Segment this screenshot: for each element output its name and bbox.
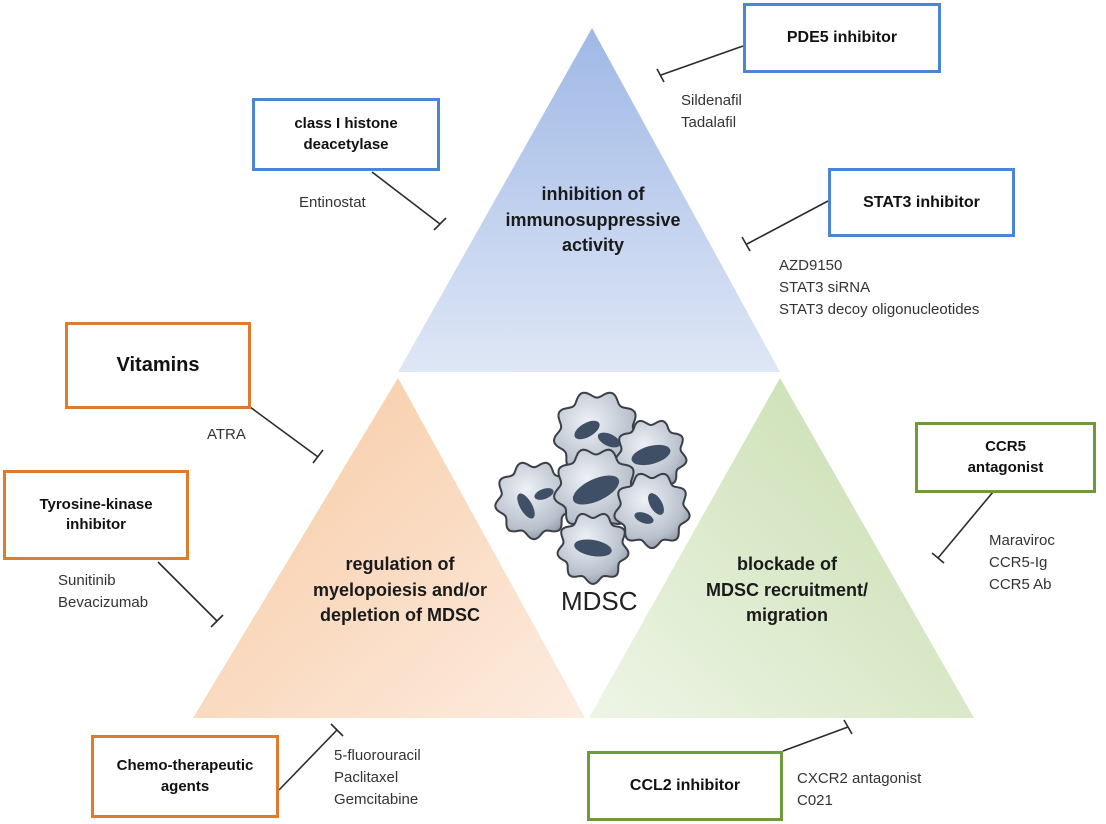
ccl2-inhibitor-box: CCL2 inhibitor — [587, 751, 783, 821]
stat3-inhibitor-label: STAT3 inhibitor — [863, 193, 980, 211]
cell-nucleus — [631, 444, 671, 466]
cell-nucleus — [648, 493, 664, 515]
inhibition-line-hdac — [371, 171, 447, 231]
drug-item: CCR5-Ig — [989, 553, 1048, 571]
vitamins-drug-list: ATRA — [207, 424, 246, 446]
cell-nucleus — [634, 512, 654, 524]
pde5-inhibitor-box: PDE5 inhibitor — [743, 3, 941, 73]
cell-nucleus — [572, 475, 620, 505]
cell-nucleus — [574, 539, 612, 557]
drug-item: Bevacizumab — [58, 593, 149, 611]
mdsc-cell — [613, 472, 691, 550]
tki-drug-list: Sunitinib Bevacizumab — [58, 570, 148, 614]
hdac-label: class I histone deacetylase — [294, 115, 398, 153]
ccr5-antagonist-label: CCR5 antagonist — [967, 438, 1044, 476]
inhibition-line-ccl2 — [782, 719, 853, 752]
ccl2-drug-list: CXCR2 antagonist C021 — [797, 768, 921, 812]
hdac-box: class I histone deacetylase — [252, 98, 440, 171]
cell-nucleus — [597, 432, 621, 448]
ccr5-antagonist-box: CCR5 antagonist — [915, 422, 1096, 493]
drug-item: 5-fluorouracil — [334, 747, 421, 764]
mdsc-label: MDSC — [561, 586, 638, 616]
drug-item: CCR5 Ab — [989, 575, 1052, 593]
chemo-label: Chemo-therapeutic agents — [116, 757, 254, 795]
drug-item: Maraviroc — [989, 532, 1055, 549]
inhibition-line-pde5 — [656, 45, 744, 83]
vitamins-label: Vitamins — [116, 354, 200, 376]
drug-item: STAT3 siRNA — [779, 278, 871, 296]
drug-item: Sunitinib — [58, 572, 116, 589]
mdsc-cell — [494, 461, 574, 541]
drug-item: STAT3 decoy oligonucleotides — [779, 300, 980, 318]
vitamins-box: Vitamins — [65, 322, 251, 409]
top-triangle — [398, 28, 780, 372]
inhibition-line-tki — [157, 561, 224, 628]
drug-item: C021 — [797, 791, 833, 809]
drug-item: AZD9150 — [779, 257, 843, 274]
cell-nucleus — [574, 420, 600, 440]
ccr5-drug-list: Maraviroc CCR5-Ig CCR5 Ab — [989, 530, 1055, 595]
right-section-label: blockade of MDSC recruitment/ migration — [705, 554, 869, 626]
drug-item: CXCR2 antagonist — [797, 770, 922, 787]
drug-item: ATRA — [207, 426, 246, 443]
chemo-box: Chemo-therapeutic agents — [91, 735, 279, 818]
mdsc-cell — [556, 512, 630, 586]
inhibition-line-ccr5 — [931, 491, 994, 564]
inhibition-line-vitamins — [249, 406, 324, 464]
inhibition-line-stat3 — [741, 200, 829, 252]
inhibition-line-chemo — [278, 723, 344, 791]
drug-item: Paclitaxel — [334, 768, 399, 786]
cell-nucleus — [517, 493, 535, 519]
right-triangle — [589, 378, 974, 718]
drug-item: Sildenafil — [681, 92, 742, 109]
stat3-inhibitor-box: STAT3 inhibitor — [828, 168, 1015, 237]
pde5-inhibitor-label: PDE5 inhibitor — [786, 29, 898, 47]
pde5-drug-list: Sildenafil Tadalafil — [681, 90, 742, 134]
stat3-drug-list: AZD9150 STAT3 siRNA STAT3 decoy oligonuc… — [779, 255, 979, 320]
top-section-label: inhibition of immunosuppressive activity — [505, 184, 681, 256]
mdsc-cell-cluster — [494, 391, 691, 586]
drug-item: Entinostat — [299, 194, 366, 211]
left-triangle — [193, 378, 585, 718]
hdac-drug-list: Entinostat — [299, 192, 366, 214]
drug-item: Tadalafil — [681, 113, 737, 131]
left-section-label: regulation of myelopoiesis and/or deplet… — [312, 554, 488, 626]
chemo-drug-list: 5-fluorouracil Paclitaxel Gemcitabine — [334, 745, 421, 810]
cell-nucleus — [534, 488, 554, 500]
drug-item: Gemcitabine — [334, 790, 419, 808]
ccl2-inhibitor-label: CCL2 inhibitor — [629, 777, 741, 795]
tki-label: Tyrosine-kinase inhibitor — [39, 495, 153, 533]
tki-box: Tyrosine-kinase inhibitor — [3, 470, 189, 560]
